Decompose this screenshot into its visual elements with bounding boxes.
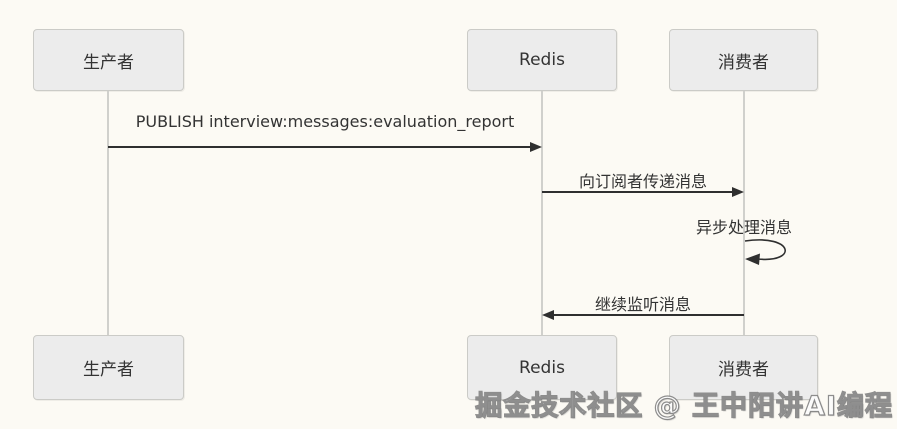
actor-box-redis-bottom: Redis (467, 335, 617, 400)
message-1-label: PUBLISH interview:messages:evaluation_re… (135, 112, 515, 131)
message-1-line (108, 146, 530, 148)
message-3-label: 异步处理消息 (695, 218, 792, 237)
watermark: 掘金技术社区 @ 王中阳讲AI编程 (475, 390, 893, 422)
message-2-arrowhead-icon (732, 187, 744, 197)
actor-box-producer-bottom: 生产者 (33, 335, 184, 400)
message-1-arrowhead-icon (530, 142, 542, 152)
message-2-line (542, 191, 732, 193)
message-4-line (554, 314, 744, 316)
message-4-label: 继续监听消息 (594, 295, 691, 314)
message-4-arrowhead-icon (542, 310, 554, 320)
message-2-label: 向订阅者传递消息 (578, 172, 707, 191)
actor-box-producer-top: 生产者 (33, 29, 184, 91)
self-loop-arrow-icon (744, 239, 786, 265)
actor-box-consumer-top: 消费者 (669, 29, 818, 91)
actor-box-redis-top: Redis (467, 29, 617, 91)
lifeline-producer (107, 91, 109, 335)
lifeline-redis (541, 91, 543, 335)
actor-box-consumer-bottom: 消费者 (669, 335, 818, 400)
lifeline-consumer (743, 91, 745, 335)
